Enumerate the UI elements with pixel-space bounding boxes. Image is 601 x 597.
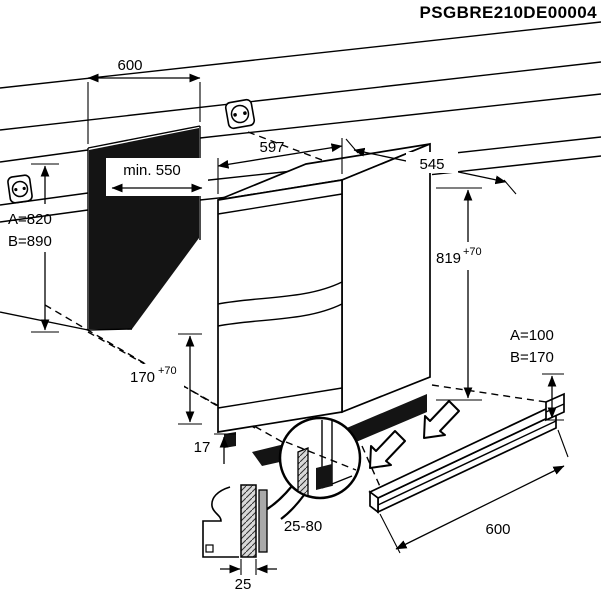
counter-back-line-left (0, 149, 89, 163)
dimension-appliance-depth: 545 (345, 138, 517, 195)
door-handle-groove (217, 303, 343, 327)
plinth-board-detail (297, 447, 309, 497)
dashed-projection-line (285, 441, 357, 471)
dim-door-gap-label: 17 (194, 439, 211, 456)
dimension-niche-height: A=820 B=890 (8, 163, 59, 333)
direction-arrow-icon (423, 400, 460, 439)
dim-appliance-height-label: 819 (436, 250, 461, 267)
extension-line (557, 429, 569, 458)
appliance-side-face (341, 142, 431, 414)
outlet-pin (243, 111, 247, 115)
dimension-plinth-length: 600 (379, 429, 569, 554)
dim-plinth-recess-tolerance: +70 (158, 365, 177, 377)
extension-line (379, 513, 401, 554)
outlet-pin (22, 186, 26, 191)
dashed-projection-line (431, 384, 547, 403)
dim-plinth-length-label: 600 (485, 521, 510, 538)
dimension-niche-width: 600 (87, 57, 201, 144)
power-outlet-left-icon (7, 174, 33, 204)
dimension-line (395, 465, 565, 550)
dim-plinth-adjust-label: 25-80 (284, 518, 322, 535)
counter-back-line-right (199, 93, 601, 139)
door-panel-section (258, 489, 268, 553)
wall-band-line (0, 61, 601, 131)
dimension-line (217, 143, 343, 169)
callout-tail (263, 485, 293, 512)
dim-niche-depth-label: min. 550 (123, 162, 181, 179)
niche-bottom-edge (87, 328, 133, 331)
plinth-section-detail (202, 484, 268, 558)
niche-opening (87, 125, 201, 331)
outlet-socket (11, 180, 29, 198)
dim-plinth-recess-label: 170 (130, 369, 155, 386)
outlet-pin (14, 187, 18, 192)
dimension-appliance-width: 597 (217, 138, 343, 194)
plinth-end-cap (369, 490, 379, 514)
plinth-bracket (545, 392, 565, 422)
dim-vent-b-label: B=170 (510, 349, 554, 366)
niche-top-edge (87, 125, 201, 149)
door-top-line (217, 193, 343, 215)
callout-tail (280, 494, 305, 520)
left-wall-floor-line (0, 311, 89, 331)
dim-niche-height-b-label: B=890 (8, 233, 52, 250)
dim-niche-height-a-label: A=820 (8, 211, 52, 228)
dim-appliance-depth-label: 545 (419, 156, 444, 173)
dimension-vent-clearance: A=100 B=170 (510, 327, 564, 421)
dimension-plinth-recess: 170 +70 (126, 333, 202, 425)
door-bottom-line (217, 387, 343, 409)
dim-appliance-height-tolerance: +70 (463, 246, 482, 258)
dimension-appliance-height: 819 +70 (436, 187, 482, 401)
label-mask (126, 364, 184, 388)
detail-circle-content (285, 419, 357, 497)
door-handle-groove (217, 281, 343, 305)
dim-appliance-width-label: 597 (259, 139, 284, 156)
plinth-board-section (240, 484, 257, 558)
part-number: PSGBRE210DE00004 (420, 3, 598, 22)
counter-front-bottom-left (0, 209, 89, 223)
label-mask (406, 152, 458, 173)
counter-front-top-mid (199, 170, 289, 182)
outlet-socket (230, 104, 250, 124)
foot-detail (316, 464, 332, 490)
dimension-niche-depth: min. 550 (106, 158, 208, 196)
dim-niche-width-label: 600 (117, 57, 142, 74)
dimension-door-gap: 17 (194, 433, 236, 464)
worktop-wall-lines (0, 21, 601, 331)
detail-circle (263, 416, 362, 520)
bracket-profile (202, 486, 239, 558)
direction-arrow-icon (369, 430, 406, 469)
outlet-pin (233, 113, 237, 117)
bracket-cutout (205, 544, 214, 553)
power-outlet-top-icon (224, 98, 256, 130)
dim-board-thickness-label: 25 (235, 576, 252, 593)
plinth-groove-line (377, 420, 557, 506)
appliance-front-face (217, 179, 343, 433)
dim-vent-a-label: A=100 (510, 327, 554, 344)
install-direction-arrows (369, 400, 460, 469)
dimension-board-thickness: 25 (220, 559, 277, 593)
